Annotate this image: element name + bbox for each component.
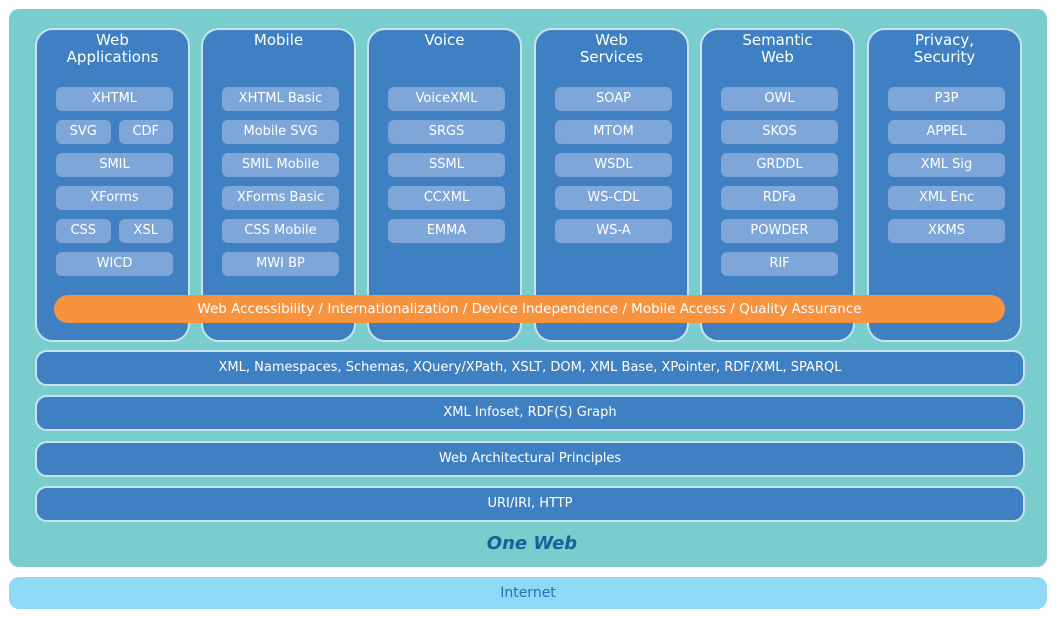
tech-item: SOAP xyxy=(555,87,672,111)
tech-item: WS-A xyxy=(555,219,672,243)
layer-infoset: XML Infoset, RDF(S) Graph xyxy=(35,395,1025,431)
tech-item: MTOM xyxy=(555,120,672,144)
tech-item: XForms Basic xyxy=(222,186,339,210)
tech-item: RDFa xyxy=(721,186,838,210)
tech-item: GRDDL xyxy=(721,153,838,177)
tech-item: CSS Mobile xyxy=(222,219,339,243)
layer-uri-http: URI/IRI, HTTP xyxy=(35,486,1025,522)
tech-item: SKOS xyxy=(721,120,838,144)
tech-item: CCXML xyxy=(388,186,505,210)
layer-architecture: Web Architectural Principles xyxy=(35,441,1025,477)
tech-item: SRGS xyxy=(388,120,505,144)
column-title: Privacy, Security xyxy=(913,31,976,66)
tech-item: WS-CDL xyxy=(555,186,672,210)
column-title: Mobile xyxy=(253,31,304,49)
tech-item: P3P xyxy=(888,87,1005,111)
tech-item: SMIL xyxy=(56,153,173,177)
column-title: Voice xyxy=(424,31,465,49)
tech-item: XHTML xyxy=(56,87,173,111)
tech-item: CDF xyxy=(118,120,173,144)
column-title: Semantic Web xyxy=(742,31,813,66)
tech-item: EMMA xyxy=(388,219,505,243)
tech-item: XML Enc xyxy=(888,186,1005,210)
tech-item: XForms xyxy=(56,186,173,210)
tech-item: WICD xyxy=(56,252,173,276)
one-web-label: One Web xyxy=(486,533,578,554)
column-title: Web Services xyxy=(579,31,644,66)
tech-item: XSL xyxy=(118,219,173,243)
layer-xml-stack: XML, Namespaces, Schemas, XQuery/XPath, … xyxy=(35,350,1025,386)
tech-item: XML Sig xyxy=(888,153,1005,177)
tech-item: VoiceXML xyxy=(388,87,505,111)
tech-item: XKMS xyxy=(888,219,1005,243)
tech-item: SSML xyxy=(388,153,505,177)
tech-item: RIF xyxy=(721,252,838,276)
tech-item: APPEL xyxy=(888,120,1005,144)
cross-cutting-band: Web Accessibility / Internationalization… xyxy=(54,295,1005,323)
tech-item: OWL xyxy=(721,87,838,111)
tech-item: CSS xyxy=(56,219,111,243)
tech-item: Mobile SVG xyxy=(222,120,339,144)
tech-item: POWDER xyxy=(721,219,838,243)
tech-item: XHTML Basic xyxy=(222,87,339,111)
column-title: Web Applications xyxy=(66,31,159,66)
tech-item: SMIL Mobile xyxy=(222,153,339,177)
internet-bar: Internet xyxy=(9,577,1047,609)
tech-item: SVG xyxy=(56,120,111,144)
tech-item: WSDL xyxy=(555,153,672,177)
tech-item: MWI BP xyxy=(222,252,339,276)
